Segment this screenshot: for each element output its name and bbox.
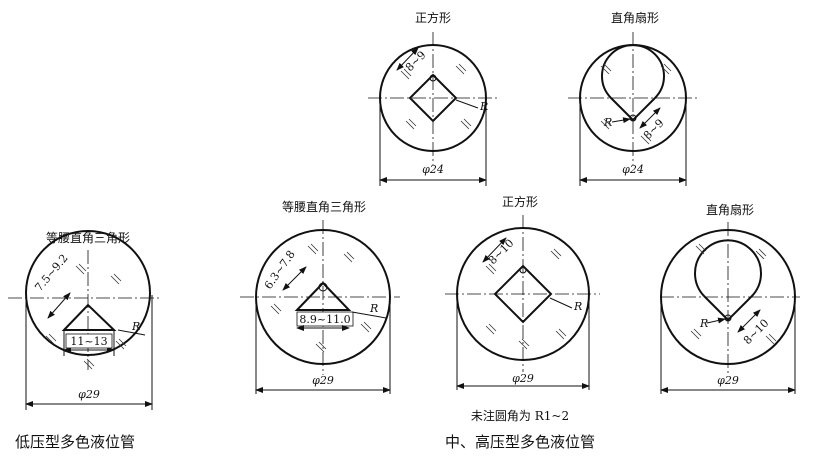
radius-label: R <box>573 300 582 313</box>
diameter-label: φ29 <box>312 374 334 387</box>
shape-label: 直角扇形 <box>611 10 659 25</box>
mid-triangle-view: 等腰直角三角形 8.9~11.0 6.3~7.8 R φ29 <box>240 200 400 394</box>
shape-label: 等腰直角三角形 <box>282 200 366 214</box>
shape-label: 正方形 <box>502 194 538 209</box>
low-pressure-caption: 低压型多色液位管 <box>15 433 135 451</box>
diameter-label: φ24 <box>422 163 444 176</box>
diameter-label: φ24 <box>622 163 644 176</box>
base-dimension: 8.9~11.0 <box>299 313 350 326</box>
side-dimension: 6.3~7.8 <box>262 248 298 292</box>
side-dimension: 8~10 <box>741 317 772 348</box>
mid-high-pressure-caption: 中、高压型多色液位管 <box>445 433 595 451</box>
shape-label: 正方形 <box>415 10 451 25</box>
base-dimension: 11~13 <box>70 335 107 348</box>
radius-label: R <box>369 302 378 315</box>
radius-label: R <box>131 320 140 333</box>
diameter-label: φ29 <box>78 388 100 401</box>
mid-fan-view: 直角扇形 R 8~10 φ29 <box>660 202 800 394</box>
fillet-note: 未注圆角为 R1~2 <box>471 408 569 423</box>
diameter-label: φ29 <box>717 374 739 387</box>
radius-label: R <box>479 100 488 113</box>
top-square-view: 正方形 8~9 R φ24 <box>368 10 498 186</box>
side-dimension: 8~10 <box>486 237 517 268</box>
diameter-label: φ29 <box>512 372 534 385</box>
side-dimension: 8~9 <box>641 117 667 143</box>
side-dimension: 7.5~9.2 <box>32 252 70 294</box>
radius-label: R <box>699 317 708 330</box>
mid-square-view: 正方形 8~10 R φ29 <box>445 194 600 390</box>
shape-label: 直角扇形 <box>706 202 754 217</box>
low-pressure-triangle-view: 等腰直角三角形 11~13 7.5~9.2 R φ29 低压型多色液位管 <box>8 230 160 451</box>
top-fan-view: 直角扇形 R 8~9 φ24 <box>568 10 700 186</box>
